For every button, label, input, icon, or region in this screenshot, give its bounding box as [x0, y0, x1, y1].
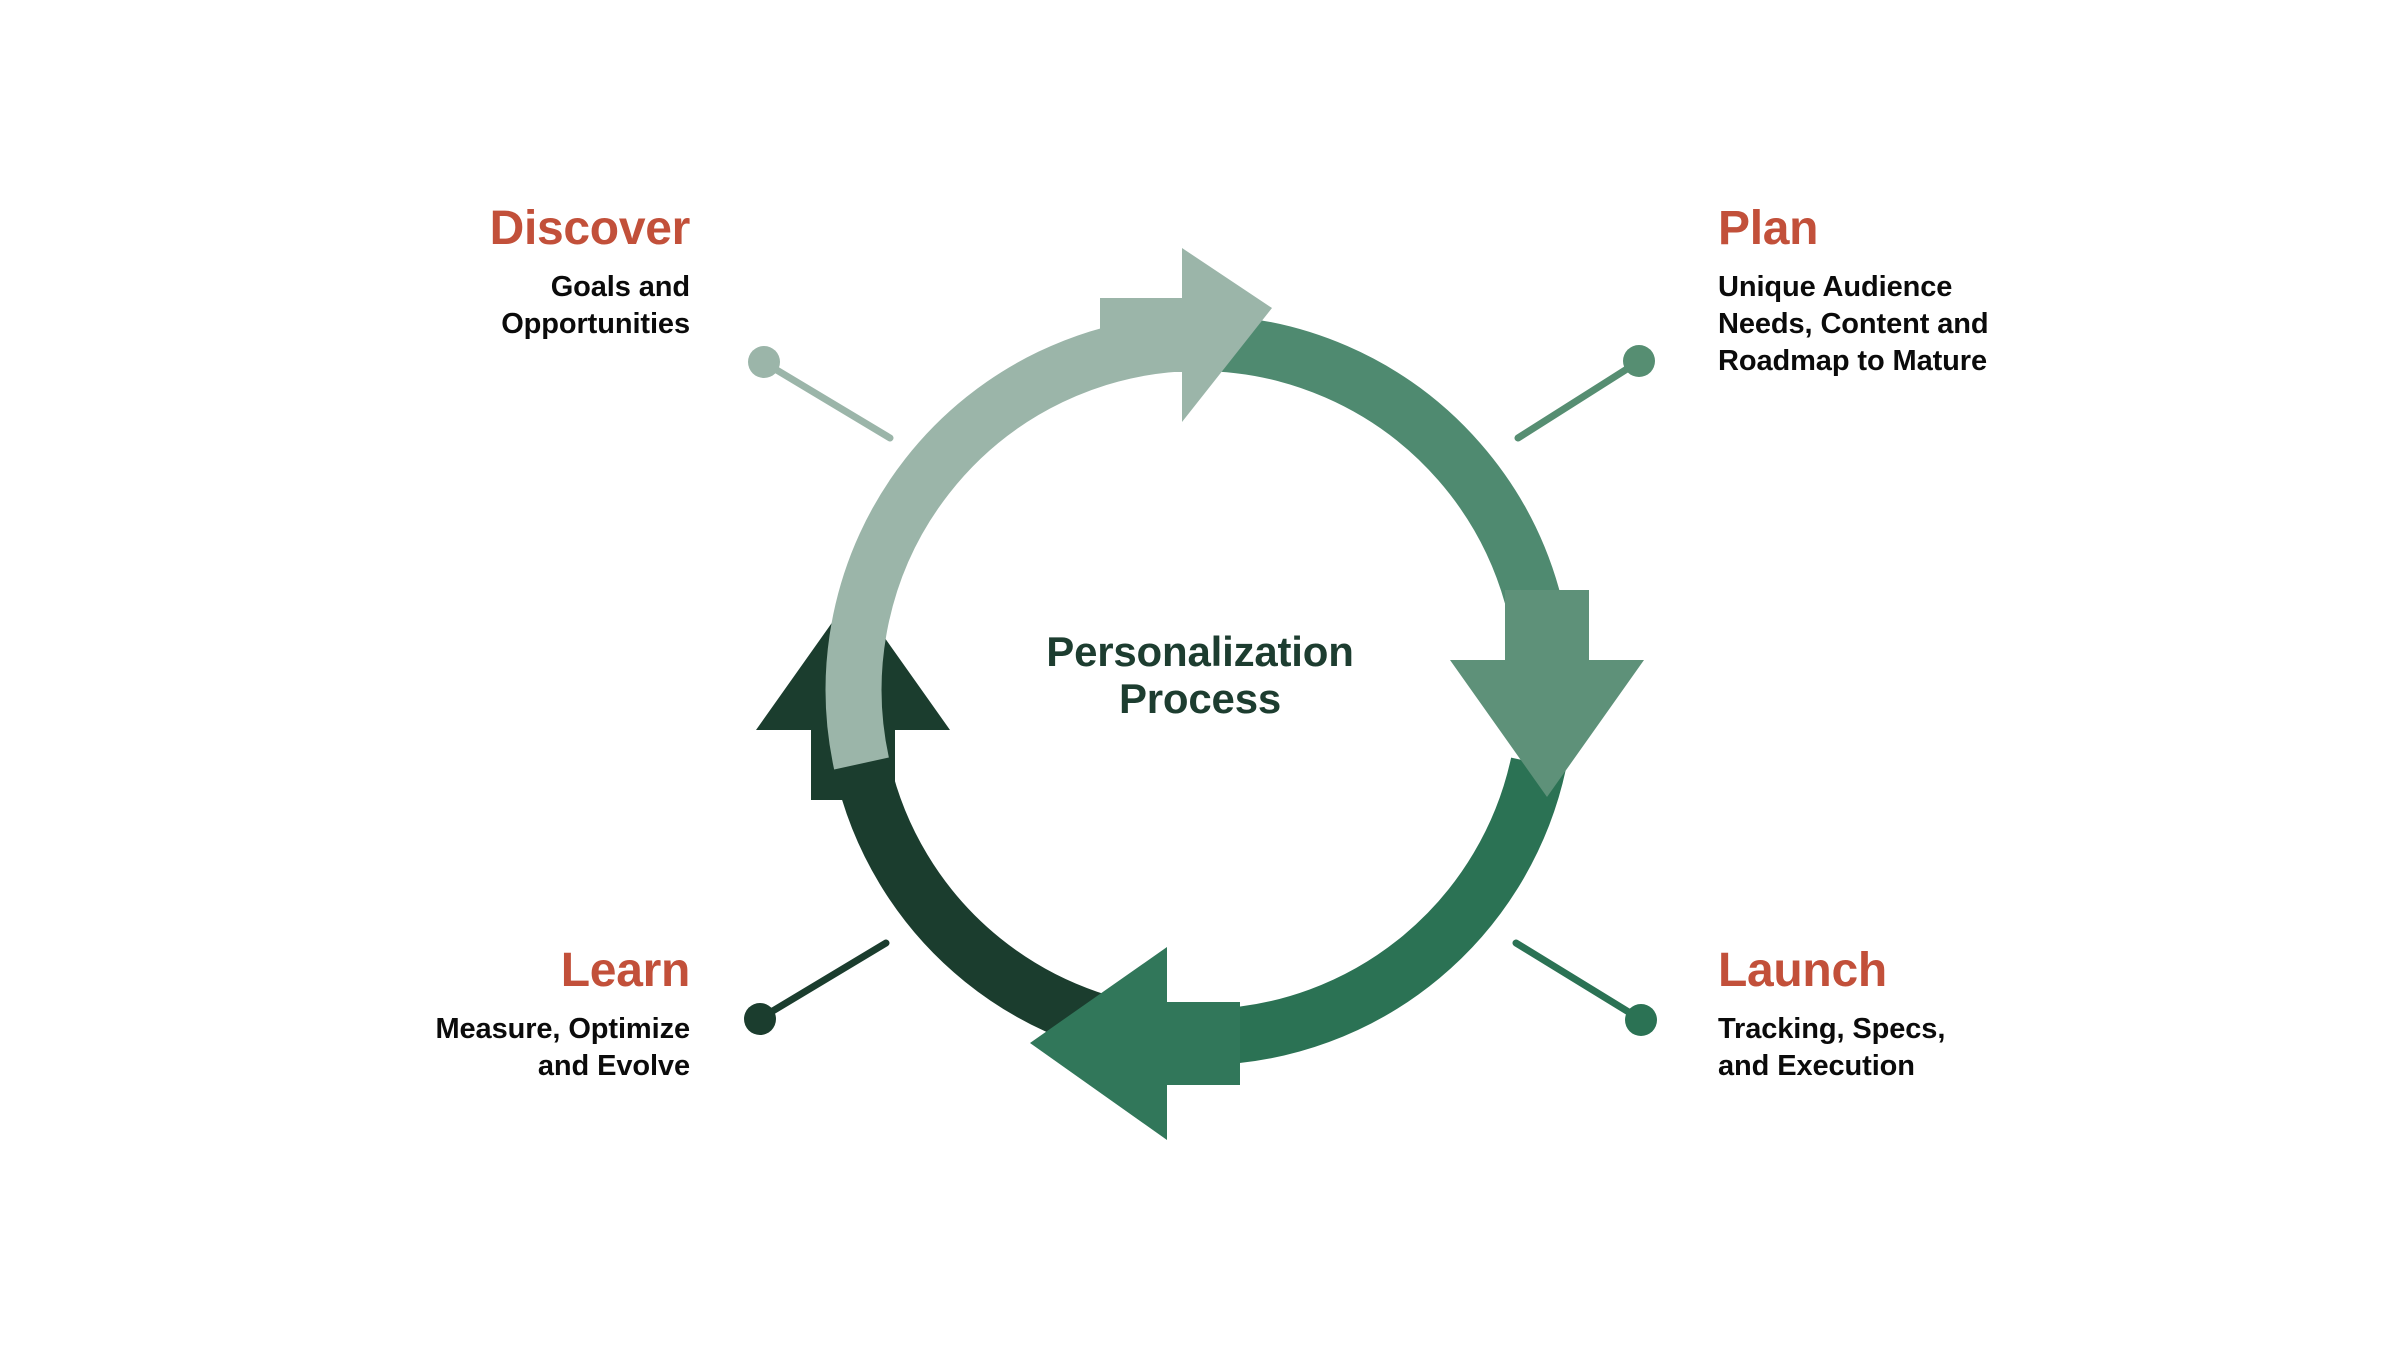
stage-plan-title: Plan: [1718, 202, 1819, 255]
arrowhead-launch-left-icon: [1030, 947, 1240, 1140]
connector-line-plan: [1514, 358, 1642, 442]
connector-dot-plan-icon[interactable]: [1623, 345, 1655, 377]
stage-launch-desc-line1: Tracking, Specs,: [1718, 1013, 1946, 1045]
connector-dot-launch-icon[interactable]: [1625, 1004, 1657, 1036]
ring-segment-discover[interactable]: [825, 248, 1272, 770]
stage-plan-description: Unique Audience Needs, Content and Roadm…: [1718, 269, 2158, 380]
stage-plan-desc-line3: Roadmap to Mature: [1718, 345, 1987, 378]
ring-segment-launch[interactable]: [1030, 757, 1566, 1141]
stage-launch-title: Launch: [1718, 944, 1887, 997]
stage-learn-title: Learn: [560, 944, 691, 997]
stage-learn-desc-line2: and Evolve: [537, 1050, 690, 1083]
stage-launch[interactable]: Launch Tracking, Specs, and Execution: [1718, 947, 2148, 1085]
arrowhead-plan-down-icon: [1450, 590, 1644, 797]
stage-plan[interactable]: Plan Unique Audience Needs, Content and …: [1718, 205, 2158, 380]
stage-discover-description: Goals and Opportunities: [280, 269, 690, 343]
stage-launch-description: Tracking, Specs, and Execution: [1718, 1011, 2148, 1085]
connector-line-learn: [757, 939, 890, 1022]
ring-arc-launch: [1208, 757, 1566, 1065]
connector-dot-discover-icon[interactable]: [748, 346, 780, 378]
stage-learn[interactable]: Learn Measure, Optimize and Evolve: [310, 947, 690, 1085]
stage-discover-title: Discover: [489, 202, 691, 255]
connector-dot-learn-icon[interactable]: [744, 1003, 776, 1035]
ring-segment-plan[interactable]: [1199, 315, 1644, 797]
stage-discover-desc-line1: Goals and: [550, 271, 690, 303]
connector-launch: [1512, 939, 1657, 1036]
stage-learn-description: Measure, Optimize and Evolve: [310, 1011, 690, 1085]
stage-plan-desc-line1: Unique Audience: [1718, 271, 1953, 303]
stage-launch-desc-line2: and Execution: [1718, 1050, 1915, 1083]
connector-line-discover: [761, 359, 894, 442]
ring-segment-learn[interactable]: [756, 593, 1201, 1065]
arrowhead-discover-right-icon: [1100, 248, 1272, 422]
connector-plan: [1514, 345, 1655, 442]
stage-discover-desc-line2: Opportunities: [501, 308, 690, 341]
stage-discover[interactable]: Discover Goals and Opportunities: [280, 202, 691, 343]
connector-line-launch: [1512, 939, 1644, 1023]
stage-plan-desc-line2: Needs, Content and: [1718, 308, 1989, 341]
stage-learn-desc-line1: Measure, Optimize: [435, 1013, 690, 1045]
connector-learn: [744, 939, 890, 1035]
connector-discover: [748, 346, 894, 442]
